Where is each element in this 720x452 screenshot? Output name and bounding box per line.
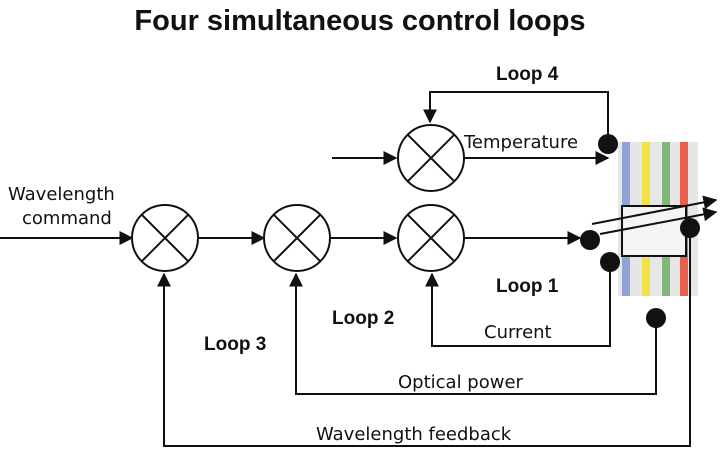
optical-power-label: Optical power [398, 372, 524, 393]
loop1-label: Loop 1 [496, 276, 559, 297]
laser-chip [621, 205, 687, 257]
loop1-current-feedback-wire [425, 262, 611, 347]
output-beam-1 [591, 195, 718, 225]
temperature-sensor-dot [598, 134, 618, 154]
current-sense-dot [600, 252, 620, 272]
summing-junction-loop4 [397, 124, 465, 192]
loop3-wavelength-feedback-wire [157, 228, 691, 447]
current-label: Current [484, 322, 552, 343]
current-drive-dot [580, 230, 600, 250]
loop4-label: Loop 4 [496, 64, 559, 85]
output-beam-2 [599, 207, 718, 235]
input-label-command: command [22, 208, 112, 229]
wavelength-feedback-label: Wavelength feedback [316, 424, 512, 445]
summing-junction-loop2 [263, 204, 331, 272]
summing-junction-loop1 [397, 204, 465, 272]
loop3-label: Loop 3 [204, 334, 266, 355]
loop4-feedback-wire [423, 91, 609, 144]
wavelength-sensor-dot [680, 218, 700, 238]
summing-junction-loop3 [131, 204, 199, 272]
loop2-label: Loop 2 [332, 308, 394, 329]
temperature-label: Temperature [463, 132, 578, 153]
optical-power-sensor-dot [646, 308, 666, 328]
input-label-wavelength: Wavelength [8, 184, 115, 205]
loop2-optical-power-feedback-wire [289, 272, 657, 395]
diagram-title: Four simultaneous control loops [134, 5, 585, 37]
